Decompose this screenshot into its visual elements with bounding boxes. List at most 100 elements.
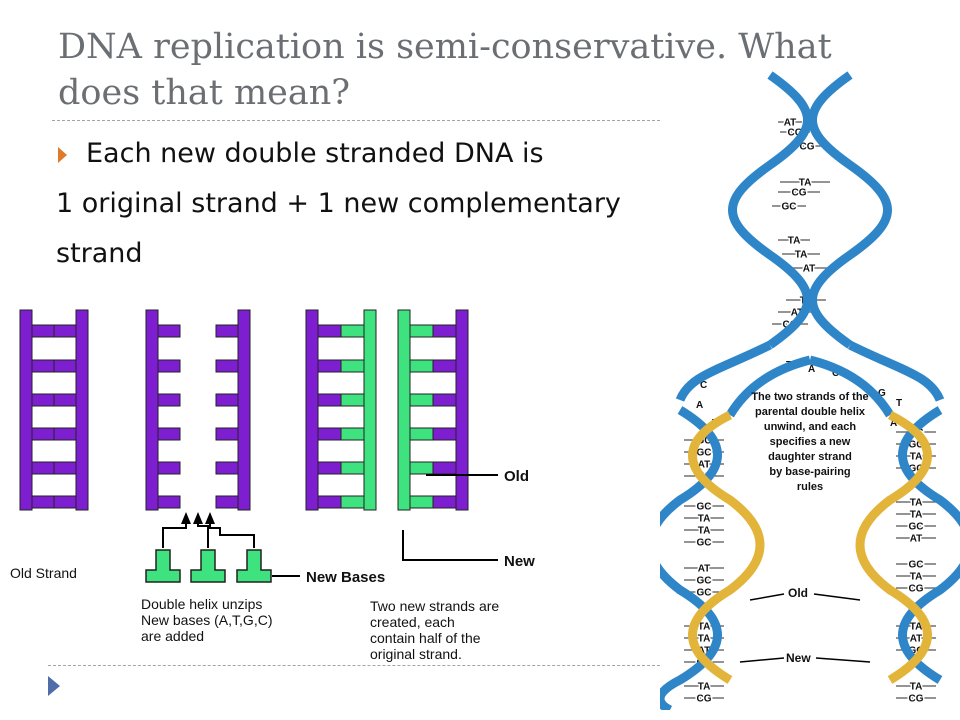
replication-ladder-diagram: New Bases Old New Old Strand Double heli… <box>10 309 535 662</box>
caption-right-line: Two new strands are <box>370 598 499 614</box>
top-pair-label: TA <box>795 250 808 261</box>
helix-note: The two strands of the parental double h… <box>751 391 868 493</box>
label-new-bases: New Bases <box>306 569 385 586</box>
right-pair-label: TA <box>910 622 923 633</box>
footer-arrow-icon <box>48 676 60 696</box>
caption-right-line: created, each <box>370 614 455 630</box>
ladder3-rung-new <box>340 427 365 441</box>
ladder4-old-rail <box>455 309 469 511</box>
helix-left-new-strand <box>688 410 765 684</box>
label-new: New <box>504 553 535 570</box>
ladder1-rung-left <box>31 461 55 475</box>
helix-note-line: rules <box>797 481 823 493</box>
top-pair-label: TA <box>799 178 812 189</box>
left-pair-label: GC <box>697 448 712 459</box>
right-pair-label: AT <box>910 534 923 545</box>
fork-base: A <box>890 418 897 429</box>
ladder4-rung-old <box>432 393 457 407</box>
ladder3-rung-old <box>317 359 342 373</box>
top-pair-label: CG <box>800 142 815 153</box>
helix-left-old-strand <box>660 406 722 710</box>
ladder1-rung-left <box>31 324 55 338</box>
ladder4-rung-new <box>409 359 434 373</box>
fork-base: A <box>808 364 815 375</box>
ladder4-new-rail <box>397 309 411 511</box>
ladder3-rung-new <box>340 359 365 373</box>
ladder2-half-rung <box>157 427 181 441</box>
right-pair-label: TA <box>910 498 923 509</box>
ladder3-rung-new <box>340 461 365 475</box>
left-pair-label: TA <box>698 526 711 537</box>
ladder4-rung-new <box>409 324 434 338</box>
fork-base: C <box>832 368 839 379</box>
right-pair-label: TA <box>910 452 923 463</box>
right-pair-label: CG <box>909 584 924 595</box>
title-divider <box>52 120 660 121</box>
ladder3-old-rail <box>305 309 319 511</box>
caption-left-line: New bases (A,T,G,C) <box>141 612 272 628</box>
fork-base: A <box>696 400 703 411</box>
ladder4-rung-old <box>432 495 457 509</box>
right-pair-label: TA <box>910 682 923 693</box>
helix-label-old: Old <box>788 586 808 600</box>
label-old-strand: Old Strand <box>10 565 77 581</box>
base-arrows <box>162 522 255 548</box>
slide-title: DNA replication is semi-conservative. Wh… <box>58 27 832 113</box>
left-pair-label: GC <box>697 538 712 549</box>
ladder3-rung-old <box>317 324 342 338</box>
caption-left: Double helix unzips New bases (A,T,G,C) … <box>141 596 272 644</box>
ladder3-rung-new <box>340 324 365 338</box>
helix-note-line: unwind, and each <box>764 421 857 433</box>
ladder2-right-rail <box>237 309 251 511</box>
ladder2-half-rung <box>215 461 239 475</box>
bullet-text-line2: 1 original strand + 1 new complementary <box>56 188 621 219</box>
ladder1-rung-right <box>53 461 77 475</box>
ladder1-rung-left <box>31 393 55 407</box>
helix-right-new-strand <box>855 410 932 684</box>
top-pair-label: TA <box>788 236 801 247</box>
ladder4-rung-new <box>409 427 434 441</box>
ladder3-new-rail <box>363 309 377 511</box>
bullet-text: Each new double stranded DNA is <box>86 138 544 169</box>
left-pair-label: TA <box>698 682 711 693</box>
caption-right-line: contain half of the <box>370 630 481 646</box>
top-pair-label: AT <box>803 264 816 275</box>
ladder2-half-rung <box>157 495 181 509</box>
arrow-heads <box>181 512 215 524</box>
ladder3-rung-old <box>317 461 342 475</box>
ladder2-half-rung <box>157 324 181 338</box>
helix-right-old-strand <box>898 406 960 684</box>
ladder2-half-rung <box>215 495 239 509</box>
right-pair-label: TA <box>910 572 923 583</box>
ladder2-half-rung <box>215 324 239 338</box>
ladder1-rung-left <box>31 359 55 373</box>
right-pair-label: TA <box>910 510 923 521</box>
ladder4-rung-old <box>432 461 457 475</box>
ladder3-rung-old <box>317 495 342 509</box>
caption-right: Two new strands are created, each contai… <box>370 598 499 662</box>
new-bases <box>145 549 272 583</box>
left-pair-label: TA <box>698 622 711 633</box>
right-pair-label: CG <box>909 694 924 705</box>
top-pair-label: AT <box>784 118 797 129</box>
left-pair-label: AT <box>698 564 711 575</box>
ladder4-rung-old <box>432 359 457 373</box>
ladder3-rung-old <box>317 393 342 407</box>
helix-label-new: New <box>786 651 811 665</box>
ladder4-rung-old <box>432 427 457 441</box>
ladder4-rung-old <box>432 324 457 338</box>
bullet-text-line3: strand <box>56 238 143 269</box>
left-pair-label: GC <box>697 576 712 587</box>
helix-note-line: by base-pairing <box>769 466 850 478</box>
footer-divider <box>48 665 660 666</box>
top-pair-label: CG <box>792 188 807 199</box>
caption-left-line: are added <box>141 628 204 644</box>
fork-base: T <box>896 398 902 409</box>
fork-base: G <box>878 388 886 399</box>
helix-note-line: specifies a new <box>770 436 851 448</box>
caption-right-line: original strand. <box>370 646 462 662</box>
ladder2-half-rung <box>215 359 239 373</box>
left-pair-label: CG <box>697 694 712 705</box>
